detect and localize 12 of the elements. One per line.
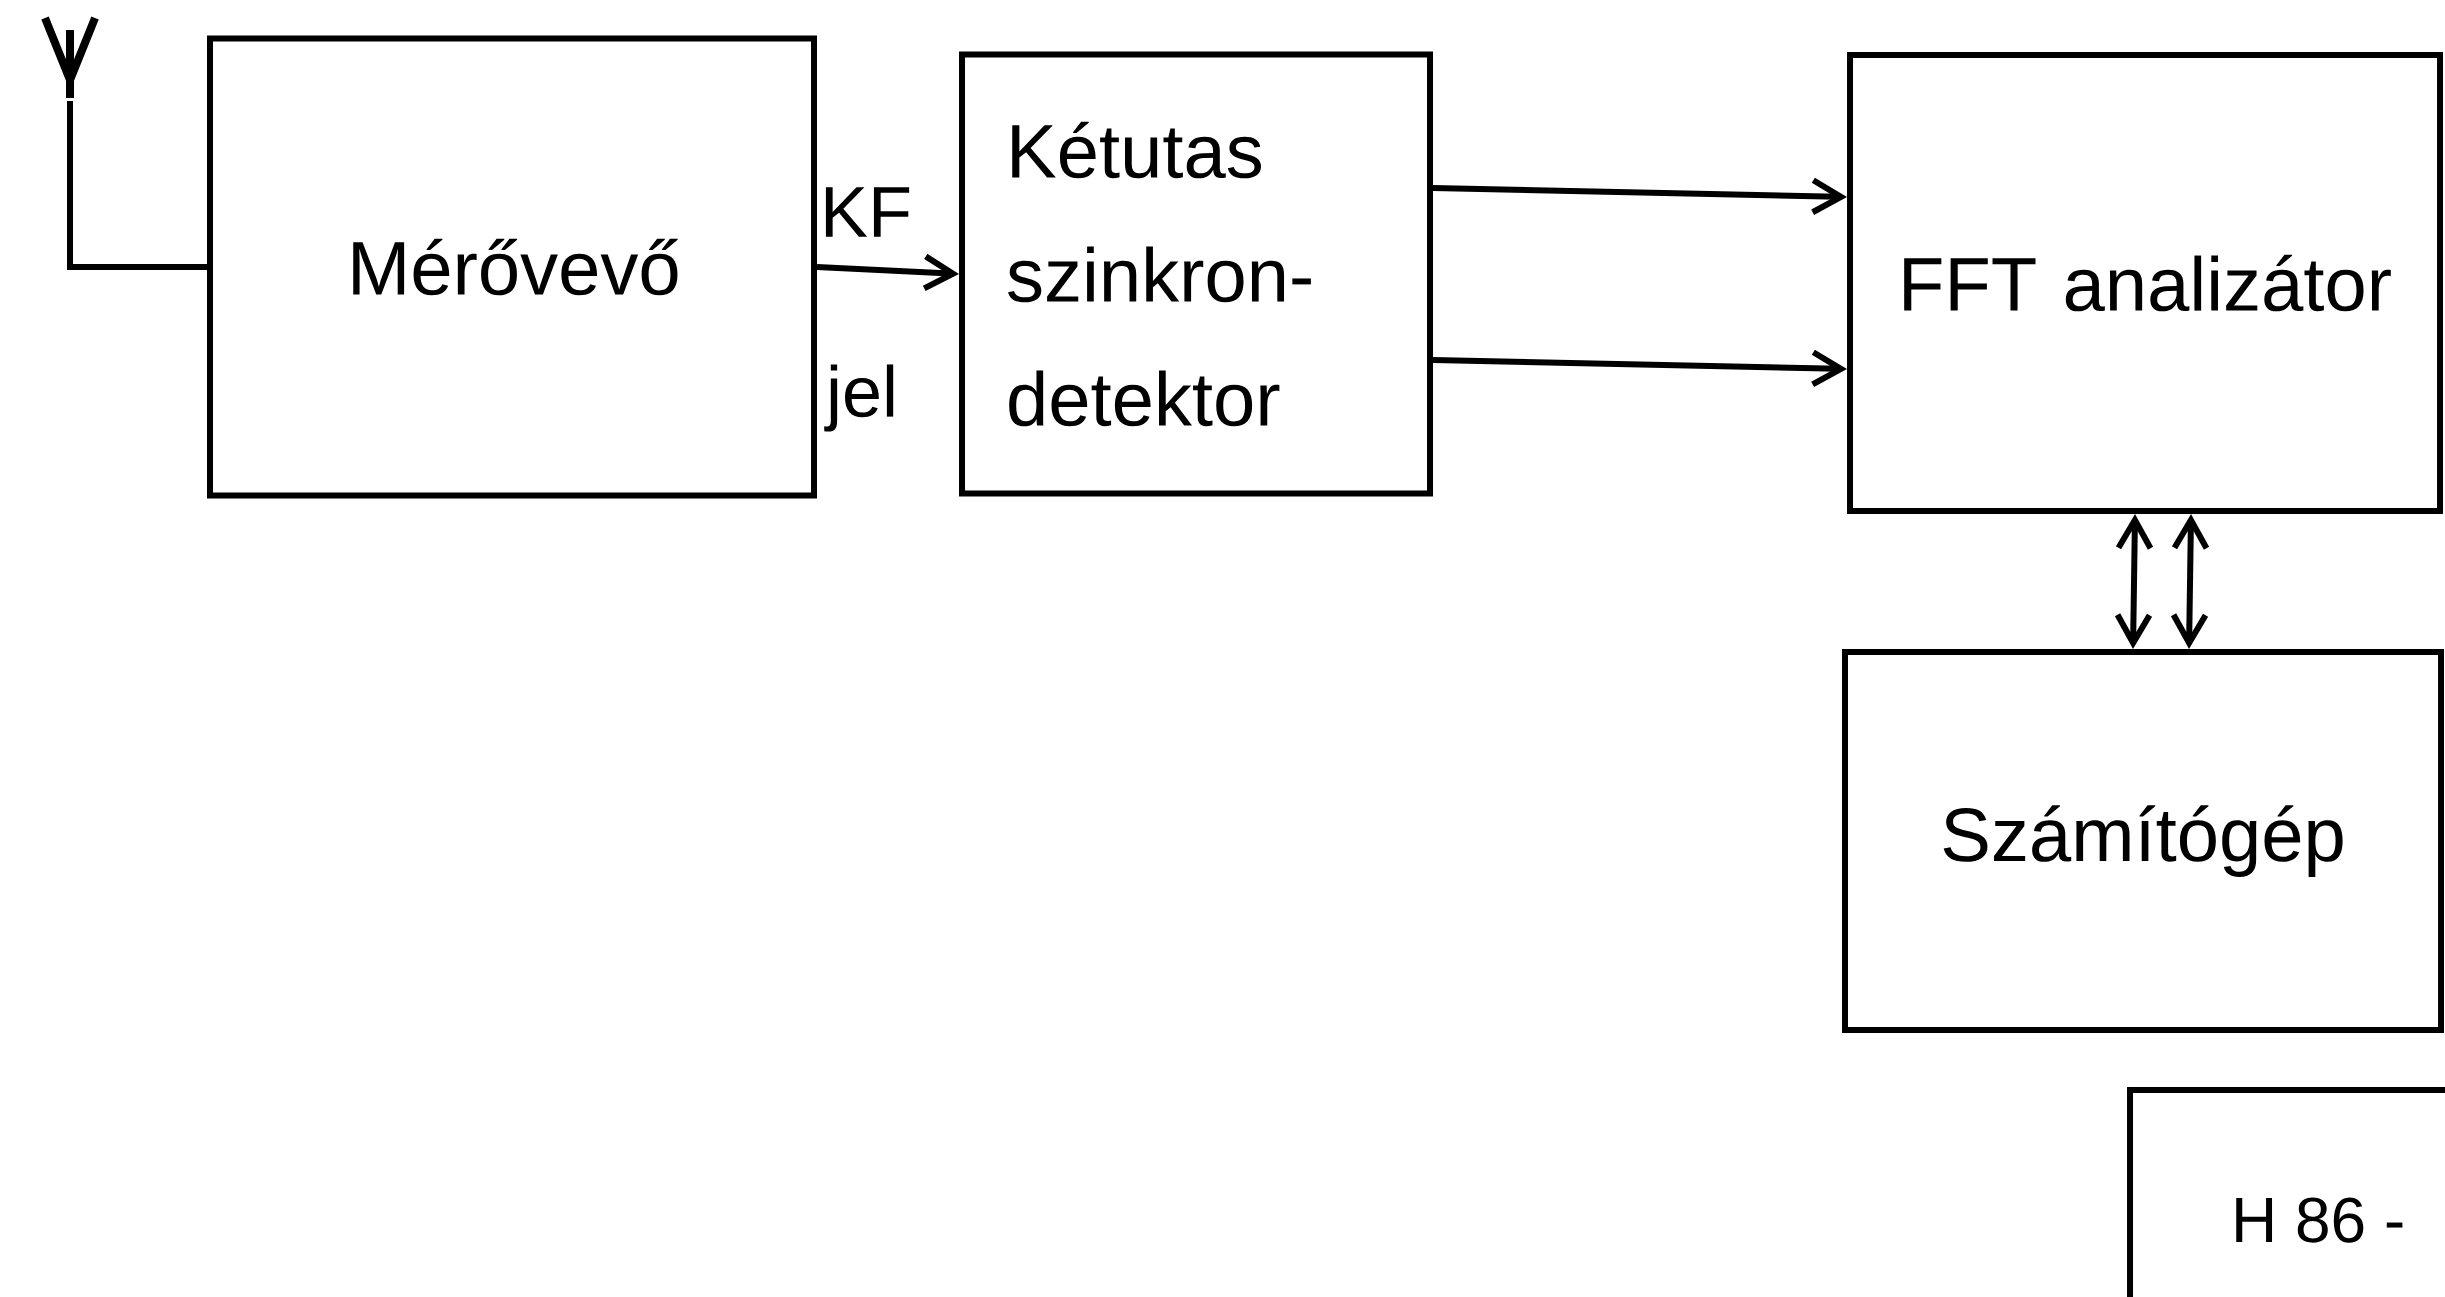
signal-label: jel <box>824 364 894 432</box>
arrow <box>816 253 960 291</box>
arrow <box>1432 177 1848 215</box>
block-box: Számítógép <box>1842 649 2445 1033</box>
arrow <box>2170 514 2210 649</box>
block-box: FFT analizátor <box>1847 52 2444 514</box>
figure-number-box: H 86 - <box>2127 1087 2445 1297</box>
arrow <box>2114 514 2154 649</box>
block-box: Mérővevő <box>207 35 817 499</box>
arrow <box>1432 349 1848 387</box>
signal-label: KF <box>825 187 910 237</box>
block-box: Kétutas szinkron- detektor <box>959 51 1433 497</box>
